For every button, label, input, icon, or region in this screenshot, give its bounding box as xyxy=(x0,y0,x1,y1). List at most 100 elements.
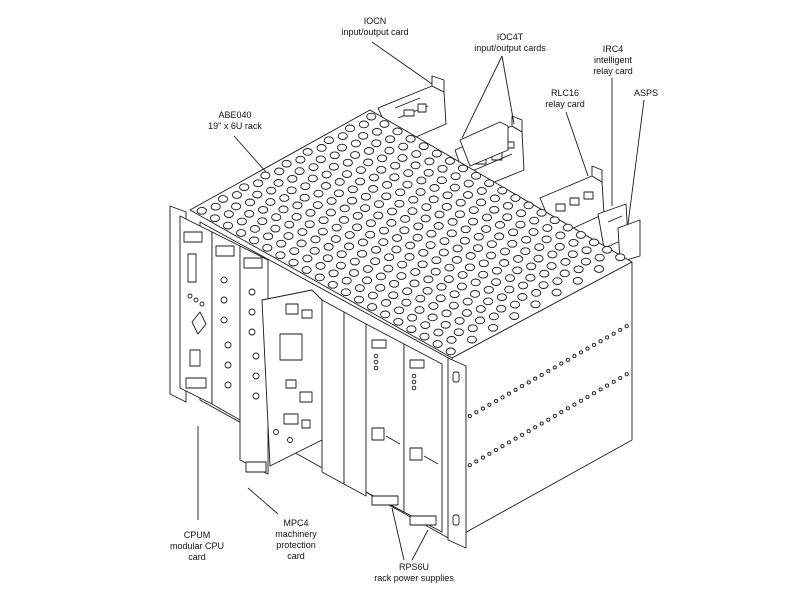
label-mpc4-title: MPC4 xyxy=(283,518,309,528)
vent-hole xyxy=(547,250,558,259)
vent-hole xyxy=(504,285,515,294)
vent-hole xyxy=(461,309,472,317)
side-hole xyxy=(480,455,485,460)
vent-hole xyxy=(449,183,460,192)
vent-hole xyxy=(425,241,436,249)
side-hole xyxy=(591,342,597,347)
rear-card-asps xyxy=(617,219,641,263)
vent-hole xyxy=(434,210,445,219)
side-hole xyxy=(526,380,531,385)
vent-hole xyxy=(398,142,409,151)
side-hole xyxy=(533,376,538,381)
vent-hole xyxy=(406,325,417,334)
vent-hole xyxy=(310,235,321,244)
vent-hole xyxy=(367,291,378,300)
vent-hole xyxy=(517,293,528,301)
vent-hole xyxy=(365,219,376,228)
vent-hole xyxy=(525,273,536,282)
vent-hole xyxy=(350,139,361,148)
vent-hole xyxy=(494,232,505,241)
vent-hole xyxy=(291,212,302,221)
vent-hole xyxy=(407,313,418,322)
vent-hole xyxy=(476,198,487,207)
vent-hole xyxy=(509,312,520,320)
side-holes xyxy=(461,324,629,471)
vent-hole xyxy=(373,200,385,208)
vent-hole xyxy=(405,134,416,143)
vent-hole xyxy=(318,216,329,225)
vent-hole xyxy=(289,247,300,255)
vent-hole xyxy=(395,188,406,197)
vent-hole xyxy=(302,254,313,263)
vent-hole xyxy=(491,278,502,286)
vent-hole xyxy=(536,208,547,217)
vent-hole xyxy=(496,304,507,313)
vent-hole xyxy=(296,239,307,248)
leader-rps6u-b xyxy=(411,529,429,561)
vent-hole xyxy=(428,195,439,204)
label-mpc4-desc2: protection xyxy=(276,540,316,550)
vent-hole xyxy=(518,281,529,290)
vent-hole xyxy=(573,265,584,274)
vent-hole xyxy=(196,206,207,215)
vent-hole xyxy=(431,256,442,265)
vent-hole xyxy=(533,254,544,263)
vent-hole xyxy=(371,127,383,136)
vent-hole xyxy=(497,186,508,195)
vent-hole xyxy=(507,239,518,248)
ventilation-holes xyxy=(196,112,626,356)
vent-hole xyxy=(343,242,355,251)
vent-hole xyxy=(345,124,356,133)
vent-hole xyxy=(418,142,429,151)
vent-hole xyxy=(340,288,351,297)
label-mpc4-desc3: card xyxy=(287,551,305,561)
vent-hole xyxy=(265,198,276,206)
vent-hole xyxy=(394,199,405,208)
label-cpum-desc2: card xyxy=(188,552,206,562)
vent-hole xyxy=(420,321,431,329)
vent-hole xyxy=(341,170,353,178)
vent-hole xyxy=(305,208,316,217)
vent-hole xyxy=(442,191,453,200)
side-hole xyxy=(578,398,584,403)
leader-rps6u-a xyxy=(391,507,405,561)
side-hole xyxy=(487,451,492,456)
label-irc4-title: IRC4 xyxy=(602,44,624,54)
side-hole xyxy=(513,387,518,392)
vent-hole xyxy=(402,287,413,296)
side-hole xyxy=(546,369,551,374)
vent-hole xyxy=(336,250,347,259)
vent-hole xyxy=(421,203,432,211)
side-hole xyxy=(487,402,492,407)
leader-iocn xyxy=(371,41,433,85)
vent-hole xyxy=(470,278,481,287)
vent-hole xyxy=(236,217,247,226)
vent-hole xyxy=(330,235,341,243)
vent-hole xyxy=(391,245,402,254)
vent-hole xyxy=(444,157,455,165)
vent-hole xyxy=(325,208,336,217)
vent-hole xyxy=(404,253,415,261)
vent-hole xyxy=(414,306,425,314)
side-hole xyxy=(493,399,499,404)
label-abe040: ABE040 19" x 6U rack xyxy=(190,110,280,132)
side-hole xyxy=(474,410,479,415)
vent-hole xyxy=(387,207,398,216)
vent-hole xyxy=(329,151,340,160)
vent-hole xyxy=(486,251,497,260)
vent-hole xyxy=(454,316,465,325)
vent-hole xyxy=(392,234,403,242)
vent-hole xyxy=(334,178,345,186)
vent-hole xyxy=(352,223,363,232)
vent-hole xyxy=(327,280,338,289)
leader-abe040 xyxy=(233,135,267,173)
vent-hole xyxy=(348,269,360,277)
vent-hole xyxy=(428,302,439,310)
vent-hole xyxy=(309,246,320,255)
side-hole xyxy=(526,429,531,434)
rps6u-supply-2 xyxy=(403,343,443,533)
vent-hole xyxy=(390,161,401,170)
label-rlc16: RLC16 relay card xyxy=(530,88,600,110)
vent-hole xyxy=(465,252,476,260)
vent-hole xyxy=(422,286,433,295)
